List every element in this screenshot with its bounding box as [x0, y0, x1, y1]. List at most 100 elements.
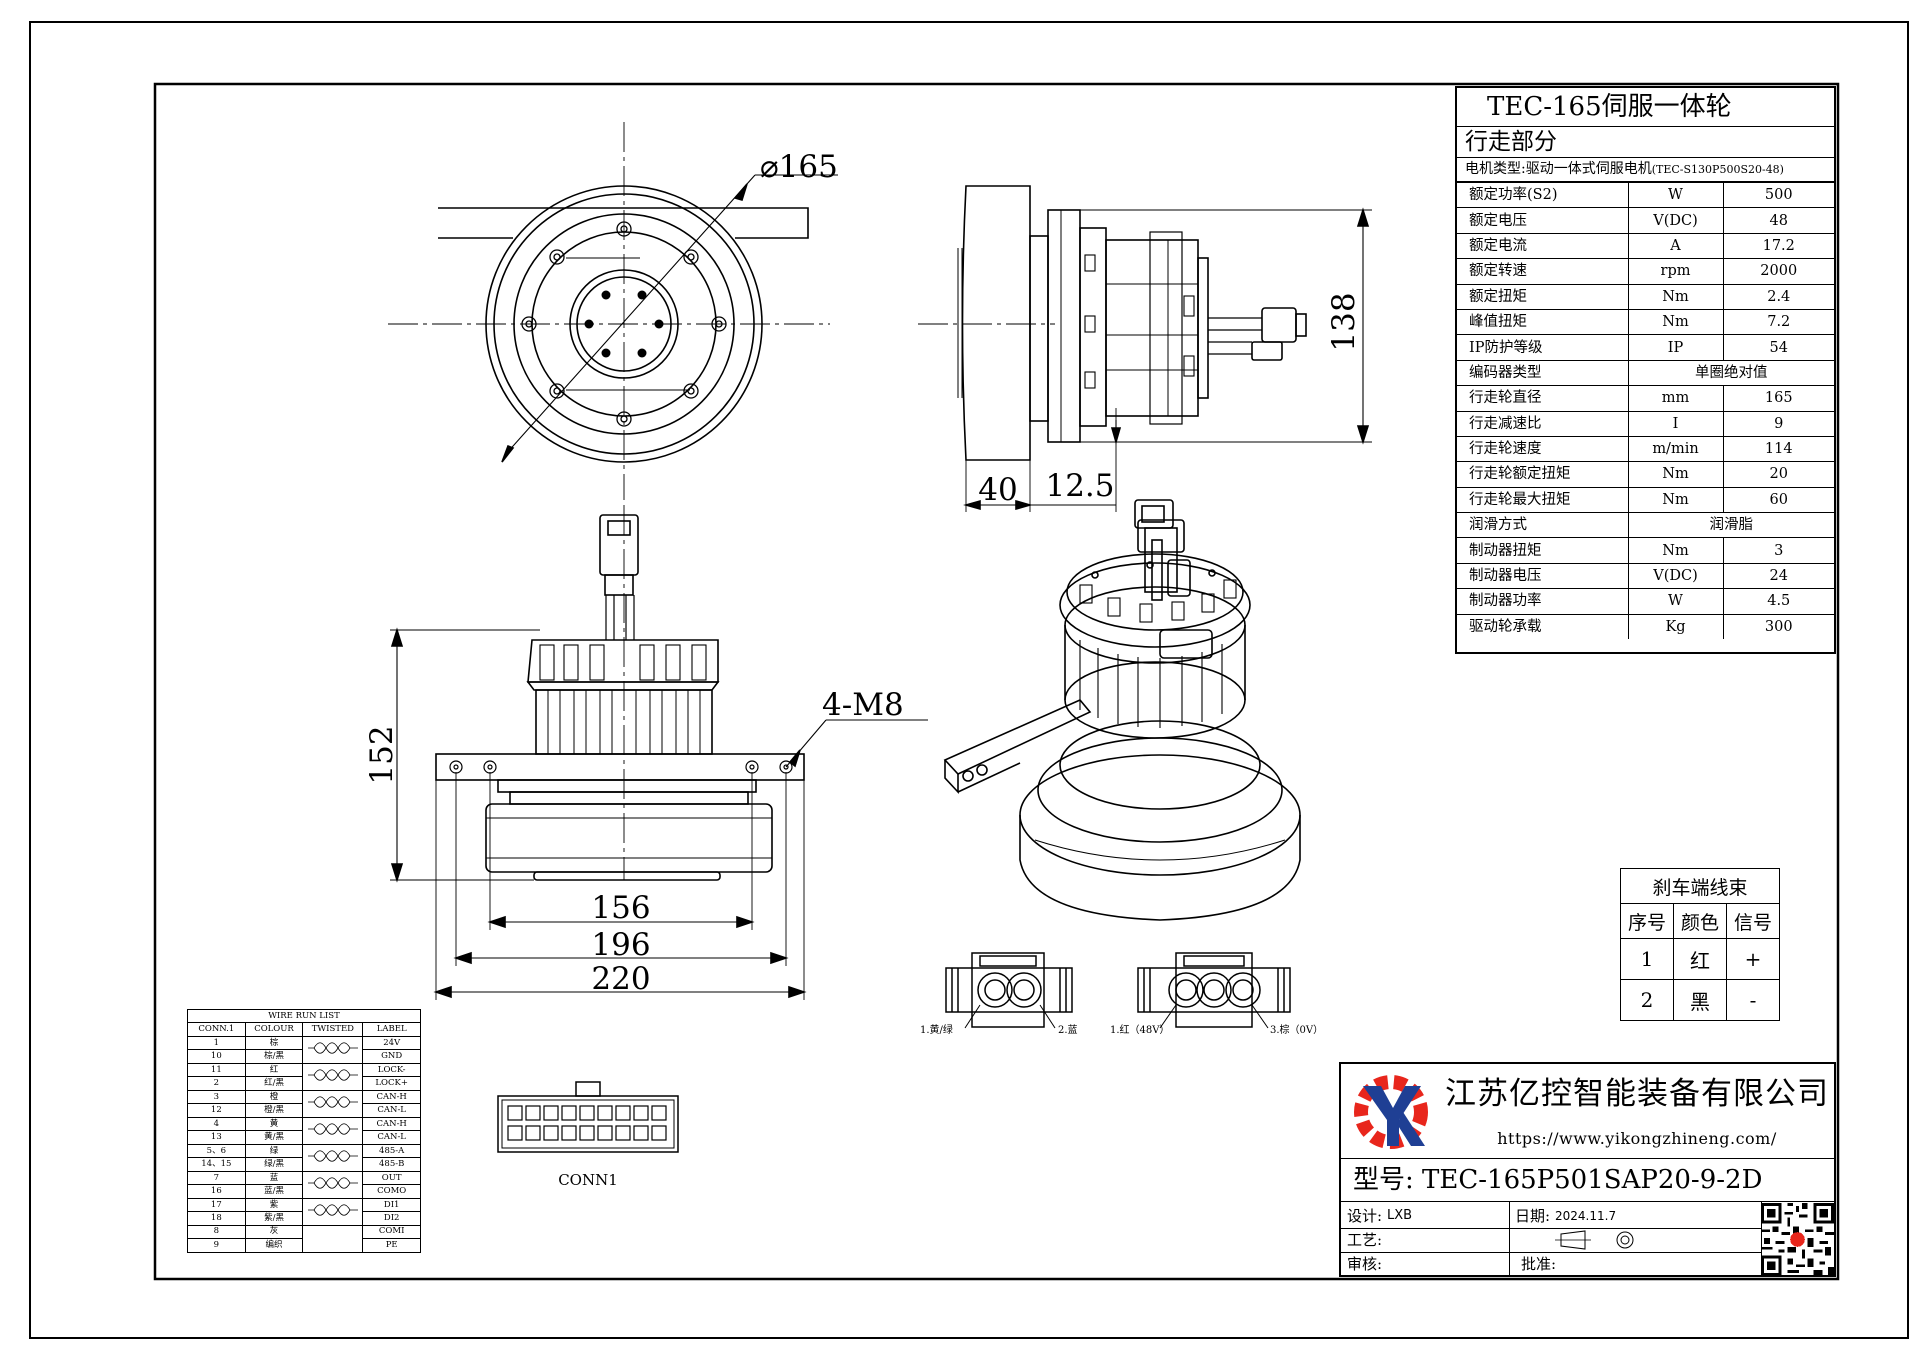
- qr-code-icon: [1761, 1203, 1834, 1276]
- twisted-pair-icon: [302, 1197, 364, 1226]
- spec-param-unit: rpm: [1627, 258, 1724, 285]
- wire-conn: 11: [187, 1062, 246, 1078]
- wire-label: LOCK-: [362, 1062, 421, 1078]
- brake-cell: +: [1726, 938, 1780, 980]
- spec-param-unit: IP: [1627, 334, 1724, 361]
- wire-colour: 编织: [244, 1238, 304, 1253]
- spec-param-value: 7.2: [1722, 308, 1834, 336]
- spec-param-value: 润滑脂: [1627, 512, 1834, 539]
- dim-4-m8: 4-M8: [822, 687, 904, 723]
- twisted-pair-icon: [302, 1089, 364, 1118]
- brake-cell: 红: [1673, 938, 1727, 980]
- brake-connector-drawing: [945, 952, 1073, 1029]
- inner-border: [153, 82, 1840, 1281]
- company-url: https://www.yikongzhineng.com/: [1497, 1129, 1777, 1148]
- wire-label: DI2: [362, 1211, 421, 1226]
- wire-label: COMO: [362, 1184, 421, 1199]
- spec-param-unit: W: [1627, 181, 1724, 209]
- spec-param-name: 行走轮最大扭矩: [1457, 486, 1629, 514]
- spec-param-name: 润滑方式: [1457, 512, 1629, 539]
- wire-colour: 蓝: [244, 1170, 304, 1186]
- projection-symbol-icon: [1555, 1230, 1634, 1250]
- wire-label: CAN-H: [362, 1089, 421, 1105]
- brake-harness-table: 刹车端线束 序号 颜色 信号 1 红 + 2 黑 -: [1620, 868, 1780, 1021]
- spec-param-unit: Nm: [1627, 308, 1724, 336]
- spec-param-value: 4.5: [1722, 588, 1834, 615]
- spec-table: TEC-165伺服一体轮 行走部分 电机类型:驱动一体式伺服电机(TEC-S13…: [1455, 86, 1836, 654]
- dim-12-5: 12.5: [1045, 468, 1114, 504]
- brake-title: 刹车端线束: [1620, 868, 1780, 904]
- side-view: [918, 185, 1372, 512]
- spec-param-value: 20: [1722, 461, 1834, 488]
- spec-param-value: 48: [1722, 207, 1834, 234]
- wire-label: COMI: [362, 1224, 421, 1240]
- conn-right-label-1: 1.红（48V）: [1110, 1023, 1170, 1036]
- front-view: [388, 122, 838, 500]
- spec-param-value: 300: [1722, 613, 1834, 640]
- spec-param-unit: Kg: [1627, 613, 1724, 640]
- dim-156: 156: [591, 890, 650, 926]
- spec-param-value: 2000: [1722, 258, 1834, 285]
- elevation-view: [390, 505, 928, 1000]
- spec-param-name: 额定扭矩: [1457, 283, 1629, 310]
- dim-152: 152: [364, 725, 400, 784]
- spec-param-value: 54: [1722, 334, 1834, 361]
- wire-colour: 蓝/黑: [244, 1184, 304, 1199]
- wire-conn: 9: [187, 1238, 246, 1253]
- spec-param-name: 额定电压: [1457, 207, 1629, 234]
- twisted-pair-icon: [302, 1170, 364, 1199]
- dim-40: 40: [978, 472, 1017, 508]
- company-name: 江苏亿控智能装备有限公司: [1445, 1076, 1829, 1112]
- twisted-pair-icon: [302, 1116, 364, 1145]
- spec-param-name: 制动器扭矩: [1457, 537, 1629, 564]
- tb-divider: [1761, 1202, 1762, 1277]
- wire-colour: 红: [244, 1062, 304, 1078]
- tb-divider: [1509, 1202, 1510, 1277]
- spec-param-unit: V(DC): [1627, 207, 1724, 234]
- design-value: LXB: [1387, 1208, 1413, 1223]
- wire-label: CAN-H: [362, 1116, 421, 1132]
- wire-conn: 1: [187, 1035, 246, 1051]
- spec-param-name: 额定转速: [1457, 258, 1629, 285]
- spec-param-unit: Nm: [1627, 461, 1724, 488]
- spec-param-unit: Nm: [1627, 537, 1724, 564]
- wire-label: 485-B: [362, 1157, 421, 1172]
- wire-header: TWISTED: [302, 1022, 364, 1037]
- wire-conn: 7: [187, 1170, 246, 1186]
- wire-label: 485-A: [362, 1143, 421, 1159]
- wire-header: CONN.1: [187, 1022, 246, 1037]
- spec-param-name: 行走减速比: [1457, 410, 1629, 437]
- wire-colour: 灰: [244, 1224, 304, 1240]
- motor-type-model: (TEC-S130P500S20-48): [1651, 163, 1784, 176]
- wire-colour: 棕: [244, 1035, 304, 1051]
- spec-row: 润滑方式润滑脂: [1457, 512, 1834, 539]
- tb-divider: [1341, 1228, 1761, 1229]
- wire-header: COLOUR: [244, 1022, 304, 1037]
- review-label: 审核:: [1347, 1255, 1383, 1273]
- spec-param-name: 额定电流: [1457, 232, 1629, 260]
- spec-param-name: 额定功率(S2): [1457, 181, 1629, 209]
- wire-label: LOCK+: [362, 1076, 421, 1091]
- brake-header: 序号: [1620, 903, 1674, 939]
- spec-param-name: 峰值扭矩: [1457, 308, 1629, 336]
- wire-colour: 黄: [244, 1116, 304, 1132]
- spec-param-value: 2.4: [1722, 283, 1834, 310]
- wire-label: OUT: [362, 1170, 421, 1186]
- spec-motor-type: 电机类型:驱动一体式伺服电机(TEC-S130P500S20-48): [1457, 158, 1834, 182]
- conn1-label: CONN1: [558, 1171, 618, 1189]
